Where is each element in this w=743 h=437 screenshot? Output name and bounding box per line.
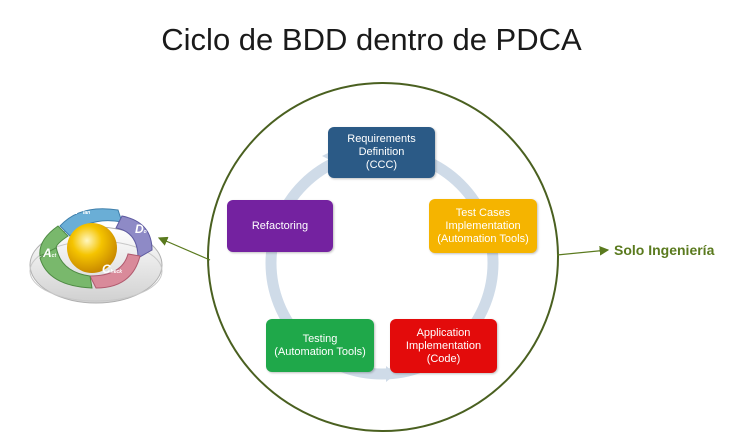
pdca-letter-c: Check [102, 262, 123, 276]
refactoring-box: Refactoring [227, 200, 333, 252]
connector-left [157, 236, 211, 261]
outer-circle [207, 82, 559, 432]
pdca-letter-p: Plan [75, 203, 91, 217]
pdca-letter-d: Do [135, 222, 147, 236]
application-implementation-box: Application Implementation (Code) [390, 319, 497, 373]
connector-right [556, 246, 610, 256]
pdca-icon [29, 208, 163, 304]
solo-ingenieria-label: Solo Ingeniería [614, 242, 715, 258]
pdca-letter-a: Act [43, 246, 57, 260]
page-title: Ciclo de BDD dentro de PDCA [161, 22, 582, 57]
test-cases-implementation-box: Test Cases Implementation (Automation To… [429, 199, 537, 253]
ring-arrow-bottom-icon [386, 366, 396, 382]
pdca-sphere-icon [67, 223, 117, 273]
requirements-definition-box: Requirements Definition (CCC) [328, 127, 435, 178]
testing-box: Testing (Automation Tools) [266, 319, 374, 372]
